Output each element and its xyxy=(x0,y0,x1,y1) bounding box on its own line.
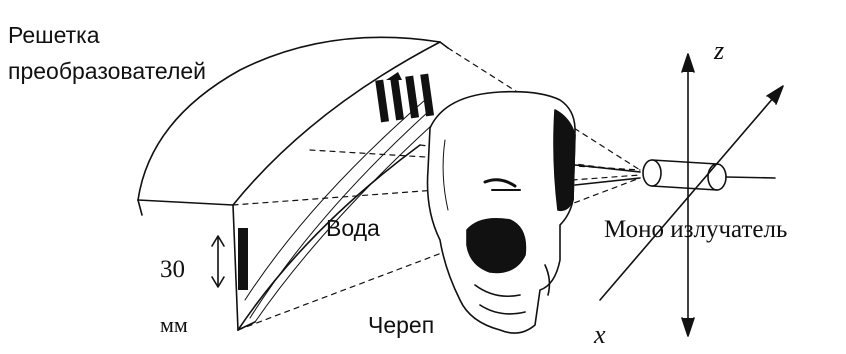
dimension-unit-label: мм xyxy=(160,312,188,338)
array-label-line2: преобразователей xyxy=(8,58,206,85)
skull-label: Череп xyxy=(368,312,434,339)
double-arrow-icon xyxy=(212,236,224,287)
cylinder-emitter-icon xyxy=(575,160,775,190)
transducer-elements-lower xyxy=(238,228,248,290)
array-label-line1: Решетка xyxy=(8,22,100,49)
water-label: Вода xyxy=(326,215,380,242)
mono-emitter-label: Моно излучатель xyxy=(604,216,787,244)
coordinate-axes xyxy=(600,54,783,336)
dimension-value-label: 30 xyxy=(160,256,185,284)
axis-x-label: x xyxy=(594,320,606,350)
skull-icon xyxy=(428,92,576,333)
axis-z-label: z xyxy=(714,36,724,66)
